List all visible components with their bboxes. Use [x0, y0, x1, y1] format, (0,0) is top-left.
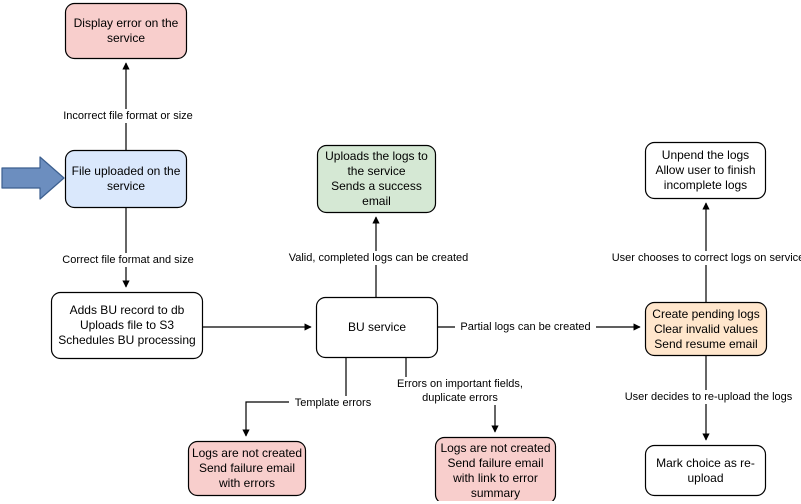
node-unpend-logs[interactable] — [644, 141, 767, 200]
node-logs-not-created-template[interactable] — [187, 440, 307, 497]
edge-label-template-errors: Template errors — [289, 396, 377, 410]
node-file-uploaded[interactable] — [64, 149, 188, 209]
entry-arrow-icon — [1, 156, 65, 200]
node-logs-not-created-fields[interactable] — [434, 436, 557, 502]
edge-label-user-corrects: User chooses to correct logs on service — [609, 251, 801, 265]
edge-label-valid-logs: Valid, completed logs can be created — [284, 251, 473, 265]
edge-label-user-reuploads: User decides to re-upload the logs — [619, 390, 798, 404]
node-adds-bu-record[interactable] — [50, 291, 204, 360]
node-create-pending-logs[interactable] — [644, 301, 768, 357]
edge-label-incorrect-format: Incorrect file format or size — [56, 109, 200, 123]
edge-label-partial-logs: Partial logs can be created — [455, 320, 596, 334]
edge-label-correct-format: Correct file format and size — [57, 253, 199, 267]
edge-label-important-field-errors: Errors on important fields, duplicate er… — [393, 377, 527, 405]
node-bu-service[interactable] — [315, 296, 439, 359]
node-uploads-logs[interactable] — [316, 144, 437, 214]
node-display-error[interactable] — [64, 2, 188, 60]
node-mark-choice[interactable] — [644, 444, 767, 497]
